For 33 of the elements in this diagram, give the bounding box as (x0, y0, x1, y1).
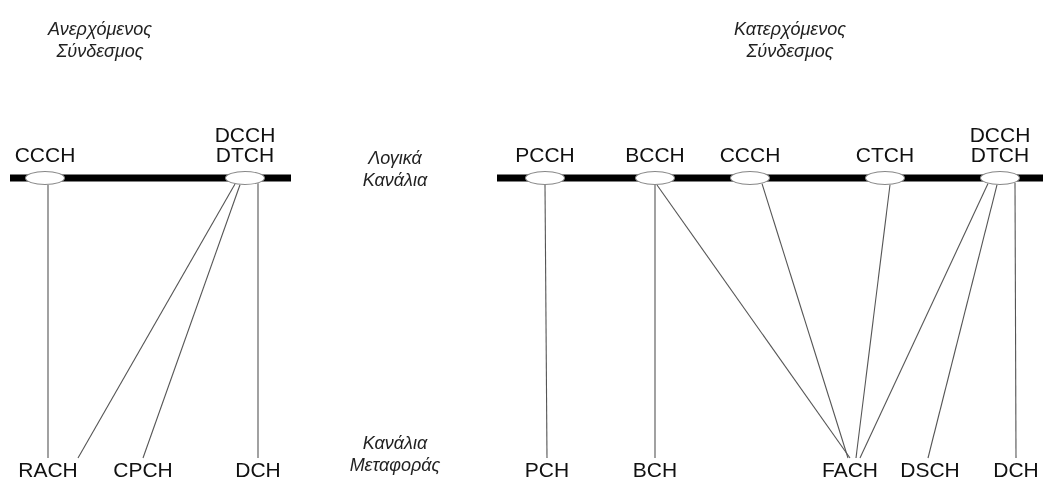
channel-name: BCH (632, 460, 678, 480)
channel-name: PCH (524, 460, 570, 480)
connector-line (656, 184, 851, 459)
connector-line (1014, 182, 1017, 459)
channel-name: DCCH (969, 125, 1031, 145)
channel-name: CCCH (14, 145, 76, 165)
channel-name: DCH (235, 460, 281, 480)
connector-line (77, 183, 236, 459)
channel-name: DTCH (970, 145, 1030, 165)
connector-line (761, 183, 849, 459)
connector-line (544, 184, 548, 459)
channel-name: FACH (822, 460, 878, 480)
section-label: Λογικά Κανάλια (361, 147, 429, 191)
connector-line (654, 184, 656, 459)
section-label: Κατερχόμενος Σύνδεσμος (732, 18, 848, 62)
channel-name: PCCH (515, 145, 575, 165)
channel-name: CTCH (855, 145, 915, 165)
channel-name: DSCH (900, 460, 960, 480)
connector-line (47, 184, 49, 459)
channel-name: DCCH (214, 125, 276, 145)
channel-name: CPCH (113, 460, 173, 480)
channel-name: RACH (18, 460, 78, 480)
connector-line (859, 183, 989, 459)
connector-line (855, 184, 891, 459)
connector-line (927, 184, 998, 459)
section-label: Κανάλια Μεταφοράς (348, 432, 442, 476)
channel-name: DTCH (215, 145, 275, 165)
connector-line (257, 182, 259, 459)
channel-name: BCCH (625, 145, 685, 165)
section-label: Ανερχόμενος Σύνδεσμος (46, 18, 153, 62)
channel-name: DCH (993, 460, 1039, 480)
connector-line (142, 184, 241, 459)
channel-name: CCCH (719, 145, 781, 165)
